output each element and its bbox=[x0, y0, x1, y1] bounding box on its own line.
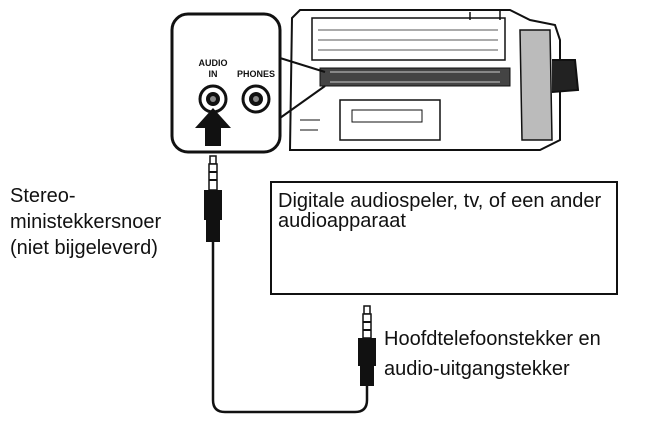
audio-in-label-line2: IN bbox=[209, 69, 218, 79]
radio-unit-illustration bbox=[288, 9, 580, 151]
cord-label-line2: ministekkersnoer bbox=[10, 211, 162, 233]
plug-label-line2: audio-uitgangstekker bbox=[384, 358, 570, 380]
cord-label-line1: Stereo- bbox=[10, 185, 76, 207]
zoom-leader-lines bbox=[279, 57, 326, 119]
audio-in-label-line1: AUDIO bbox=[199, 58, 228, 68]
phones-label: PHONES bbox=[237, 69, 275, 79]
cable bbox=[211, 242, 369, 414]
cord-label-line3: (niet bijgeleverd) bbox=[10, 237, 158, 259]
audio-device-box: Digitale audiospeler, tv, of een ander a… bbox=[270, 181, 618, 295]
headphone-plug-bottom bbox=[358, 305, 376, 386]
phones-jack bbox=[241, 84, 271, 114]
jack-panel bbox=[170, 12, 282, 154]
audio-device-label: Digitale audiospeler, tv, of een ander a… bbox=[278, 190, 602, 232]
insert-arrow-icon bbox=[195, 108, 231, 146]
stereo-mini-plug-top bbox=[204, 155, 222, 242]
plug-label-line1: Hoofdtelefoonstekker en bbox=[384, 328, 601, 350]
